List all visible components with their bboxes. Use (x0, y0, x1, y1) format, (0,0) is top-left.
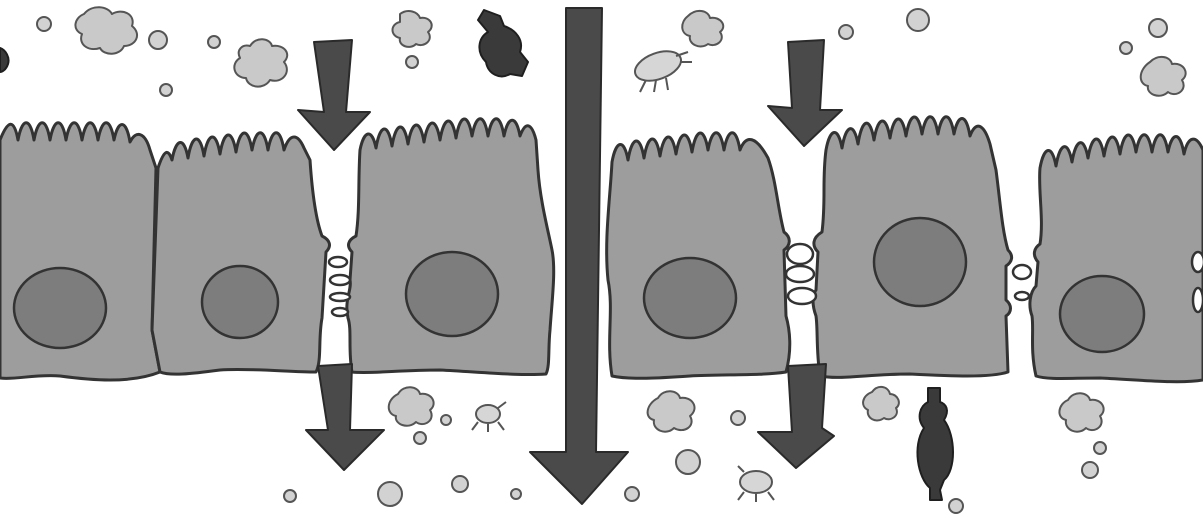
granule-icon (452, 476, 468, 492)
junction-gap (786, 266, 814, 282)
molecule-icon (478, 10, 528, 76)
cluster-icon (234, 39, 287, 86)
junction-gap (788, 288, 816, 304)
nucleus-2 (202, 266, 278, 338)
granule-icon (378, 482, 402, 506)
cluster-icon (648, 391, 695, 431)
bacterium-icon (472, 402, 506, 432)
nucleus-1 (14, 268, 106, 348)
granule-icon (731, 411, 745, 425)
junction-gap (332, 308, 348, 316)
cluster-icon (1141, 57, 1186, 96)
granule-icon (907, 9, 929, 31)
granule-icon (406, 56, 418, 68)
cluster-icon (393, 11, 432, 47)
cluster-icon (75, 7, 137, 54)
granule-icon (1082, 462, 1098, 478)
granule-icon (441, 415, 451, 425)
granule-icon (839, 25, 853, 39)
granule-icon (1094, 442, 1106, 454)
granule-icon (414, 432, 426, 444)
granule-icon (208, 36, 220, 48)
granule-icon (284, 490, 296, 502)
granule-icon (949, 499, 963, 513)
granule-icon (1149, 19, 1167, 37)
granule-icon (149, 31, 167, 49)
junction-gap (1013, 265, 1031, 279)
arrow-icon (306, 364, 384, 470)
arrow-icon (768, 40, 842, 146)
epithelial-cell-4 (607, 133, 790, 379)
arrow-icon (758, 364, 834, 468)
bacterium-icon (631, 46, 692, 92)
nucleus-4 (644, 258, 736, 338)
cluster-icon (863, 387, 899, 421)
junction-gap (329, 257, 347, 267)
bacterium-icon (738, 466, 774, 502)
nucleus-3 (406, 252, 498, 336)
arrow-icon (298, 40, 370, 150)
granule-icon (160, 84, 172, 96)
granule-icon (511, 489, 521, 499)
cluster-icon (389, 387, 434, 426)
junction-gap (1015, 292, 1029, 300)
granule-icon (676, 450, 700, 474)
granule-icon (37, 17, 51, 31)
cluster-icon (682, 11, 723, 47)
molecule-icon (917, 388, 953, 500)
junction-gap (1193, 288, 1203, 312)
granule-icon (1120, 42, 1132, 54)
nucleus-6 (1060, 276, 1144, 352)
junction-gap (330, 275, 350, 285)
junction-gap (1192, 252, 1203, 272)
granule-icon (625, 487, 639, 501)
molecule-icon (0, 48, 9, 72)
junction-gap (787, 244, 813, 264)
cluster-icon (1059, 393, 1103, 431)
junction-gap (330, 293, 350, 301)
nucleus-5 (874, 218, 966, 306)
